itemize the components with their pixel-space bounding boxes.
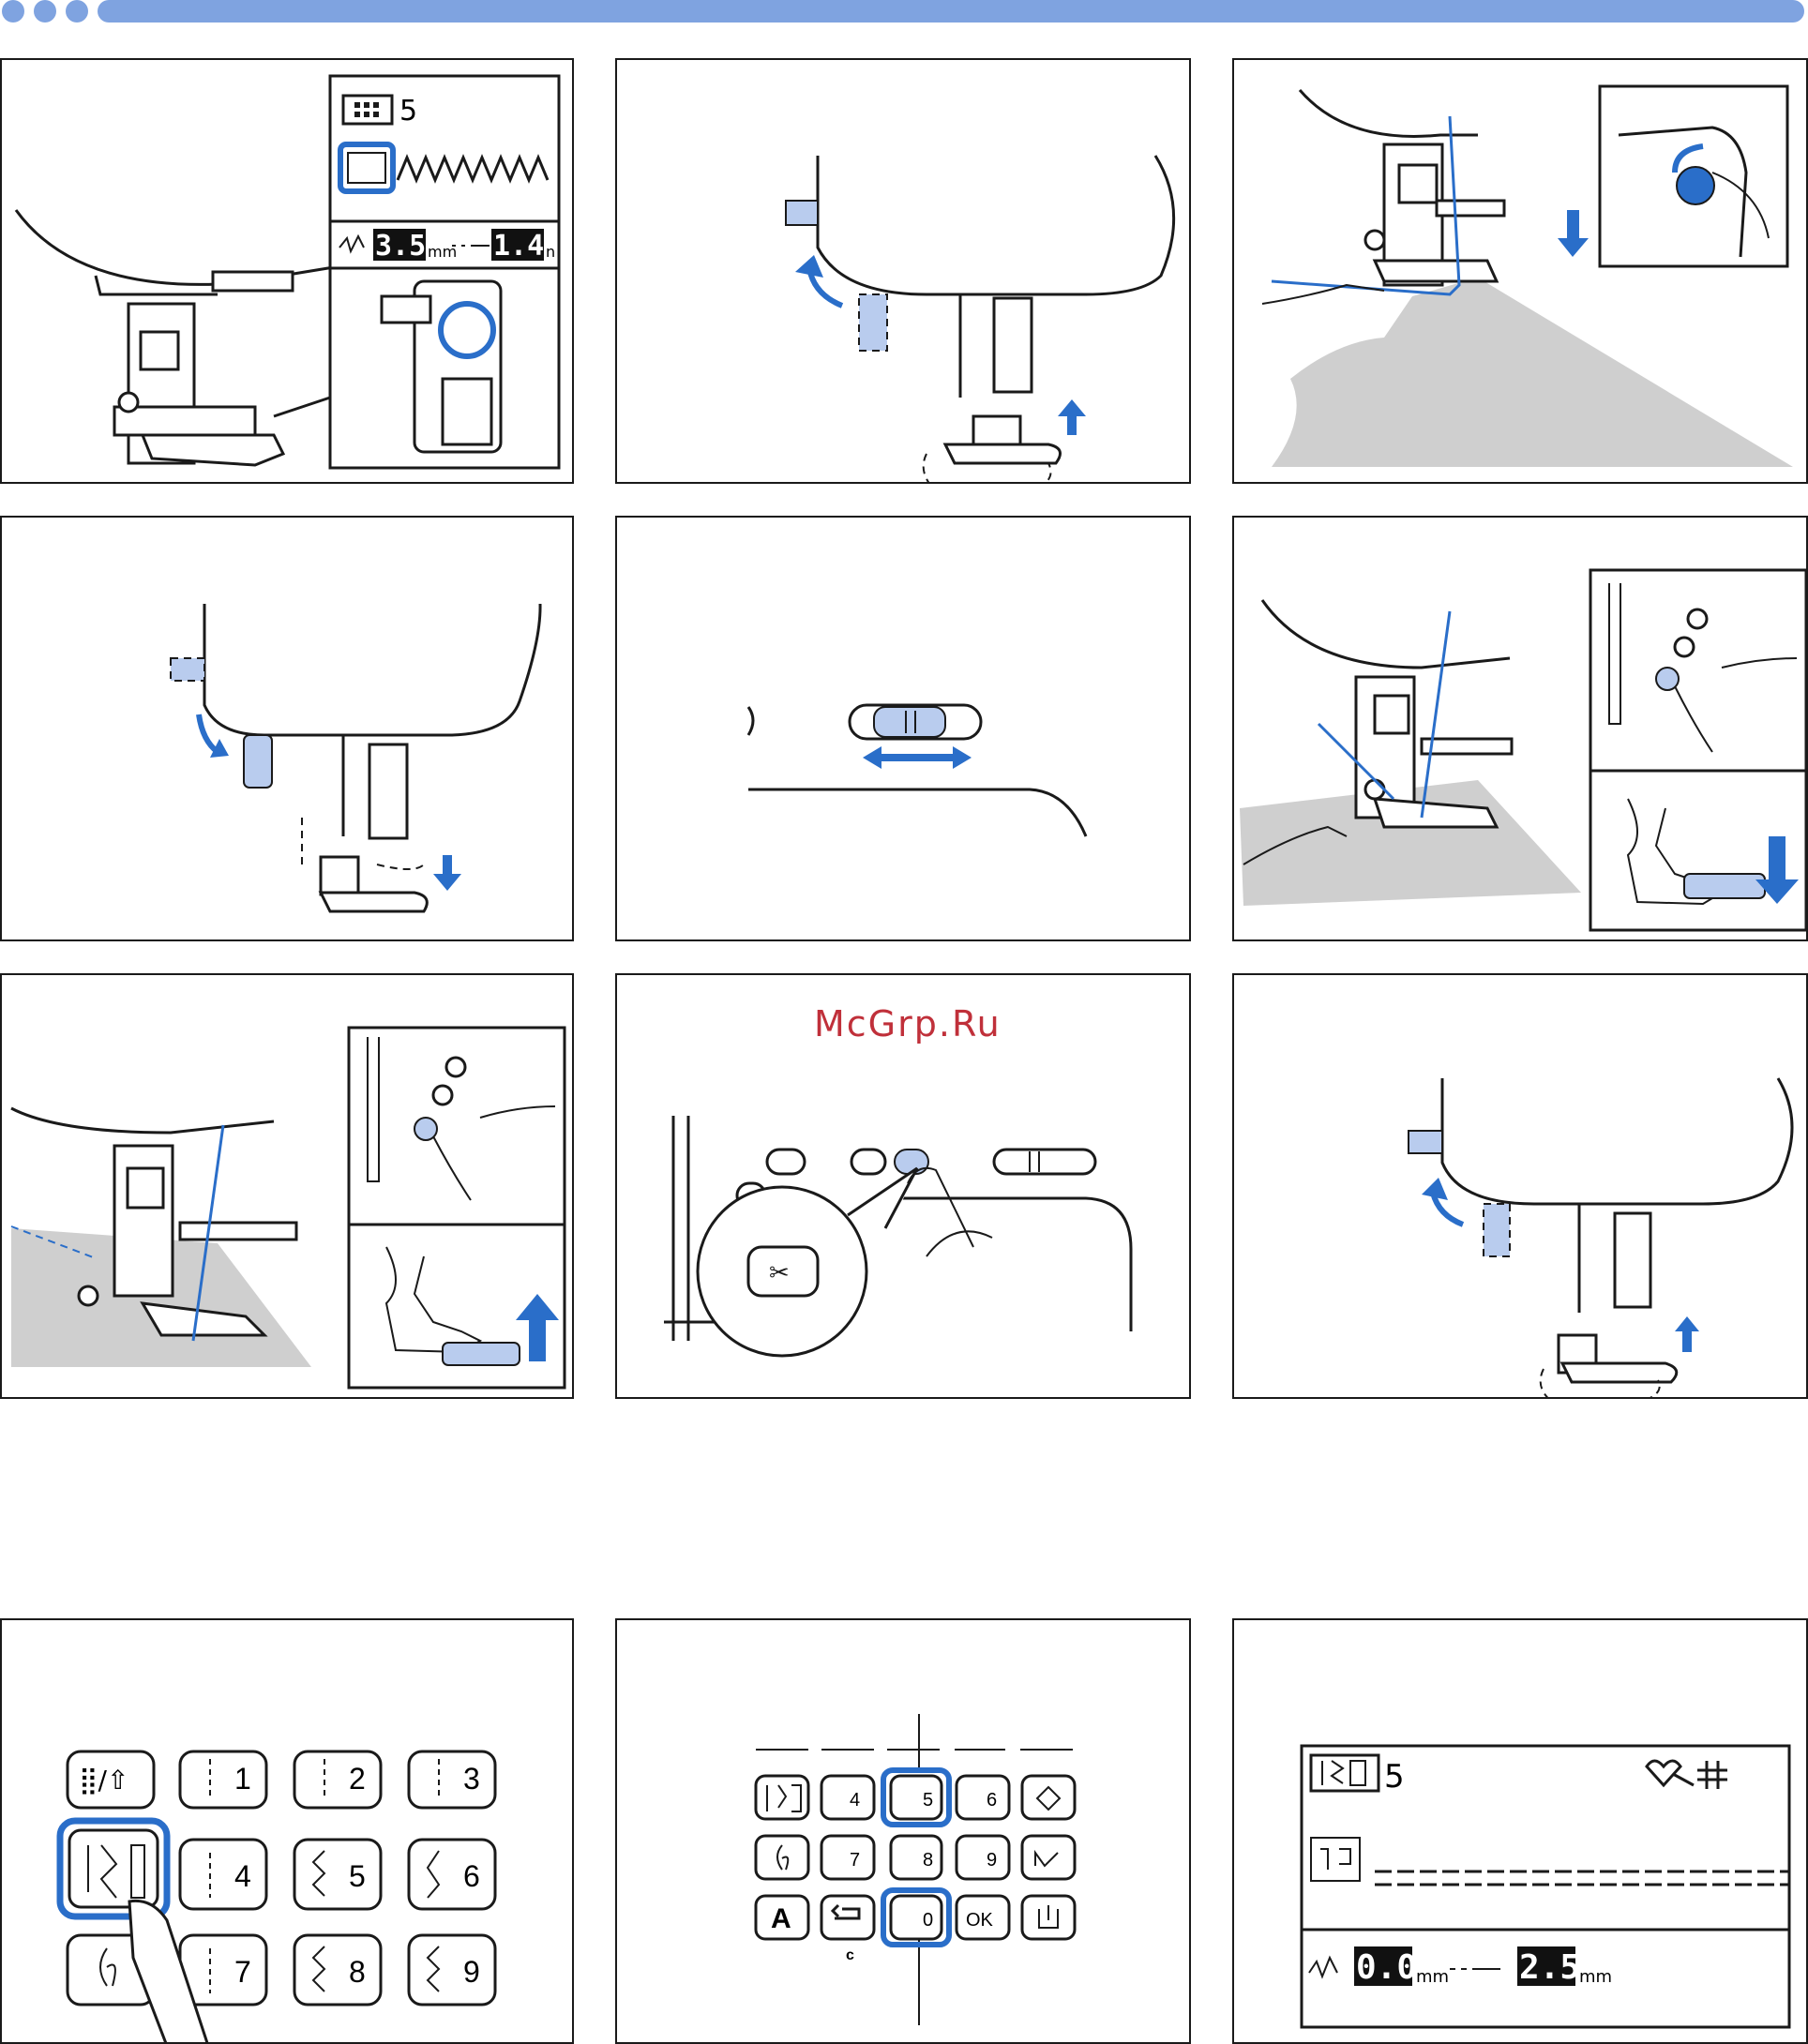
key-5[interactable]: 5 [349, 1859, 366, 1893]
illustration-turn-handwheel [1232, 58, 1808, 484]
illustration-raise-lever [615, 58, 1191, 484]
lcd-bottom-width-value: 0.0 [1356, 1948, 1417, 1987]
illustration-thread-cutter-button: ✂ McGrp.Ru [615, 973, 1191, 1399]
small-key-9[interactable]: 9 [987, 1850, 997, 1871]
small-key-4[interactable]: 4 [850, 1790, 860, 1811]
header-line [98, 0, 1804, 23]
lcd-width-value: 3.5 [375, 230, 426, 263]
lcd-bottom-length-value: 2.5 [1519, 1948, 1580, 1987]
lcd-bottom-panel: 5 0.0 mm 2.5 mm [1232, 1618, 1808, 2044]
lcd-bottom-length-unit: mm [1579, 1967, 1612, 1987]
small-key-letter[interactable]: A [771, 1903, 791, 1934]
back-key-label: c [846, 1947, 854, 1963]
illustration-start-pedal [1232, 516, 1808, 941]
lcd-length-value: 1.4 [493, 230, 544, 263]
keypad-large-panel: ⣿/⇧ 1 2 3 4 5 6 7 [0, 1618, 574, 2044]
small-key-0[interactable]: 0 [923, 1910, 933, 1931]
small-key-8[interactable]: 8 [923, 1850, 933, 1871]
illustration-lower-lever [0, 516, 574, 941]
small-key-5[interactable]: 5 [923, 1790, 933, 1811]
lcd-pattern-number: 5 [399, 95, 417, 128]
lcd-bottom-width-unit: mm [1416, 1967, 1449, 1987]
key-7[interactable]: 7 [234, 1955, 251, 1989]
illustration-release-pedal [0, 973, 574, 1399]
header-dot [34, 0, 56, 23]
header-bar [0, 0, 1808, 24]
illustration-presser-foot-lcd: 5 3.5 mm 1.4 n [0, 58, 574, 484]
svg-text:⣿/⇧: ⣿/⇧ [79, 1765, 128, 1796]
lcd-length-unit: n [546, 243, 555, 261]
watermark: McGrp.Ru [814, 1003, 1002, 1045]
small-key-ok[interactable]: OK [966, 1910, 994, 1931]
small-key-7[interactable]: 7 [850, 1850, 860, 1871]
illustration-speed-slider [615, 516, 1191, 941]
svg-text:✂: ✂ [769, 1259, 790, 1287]
keypad-large-keys: ⣿/⇧ 1 2 3 4 5 6 7 [60, 1751, 495, 2005]
lcd-bottom-pattern-number: 5 [1384, 1758, 1405, 1796]
key-3[interactable]: 3 [463, 1762, 480, 1796]
illustration-raise-lever-final [1232, 973, 1808, 1399]
key-8[interactable]: 8 [349, 1955, 366, 1989]
key-1[interactable]: 1 [234, 1762, 251, 1796]
small-key-6[interactable]: 6 [987, 1790, 997, 1811]
header-dot [2, 0, 24, 23]
keypad-small-panel: 4 5 6 7 8 9 A c 0 OK [615, 1618, 1191, 2044]
key-2[interactable]: 2 [349, 1762, 366, 1796]
key-4[interactable]: 4 [234, 1859, 251, 1893]
key-6[interactable]: 6 [463, 1859, 480, 1893]
header-dot [66, 0, 88, 23]
key-9[interactable]: 9 [463, 1955, 480, 1989]
